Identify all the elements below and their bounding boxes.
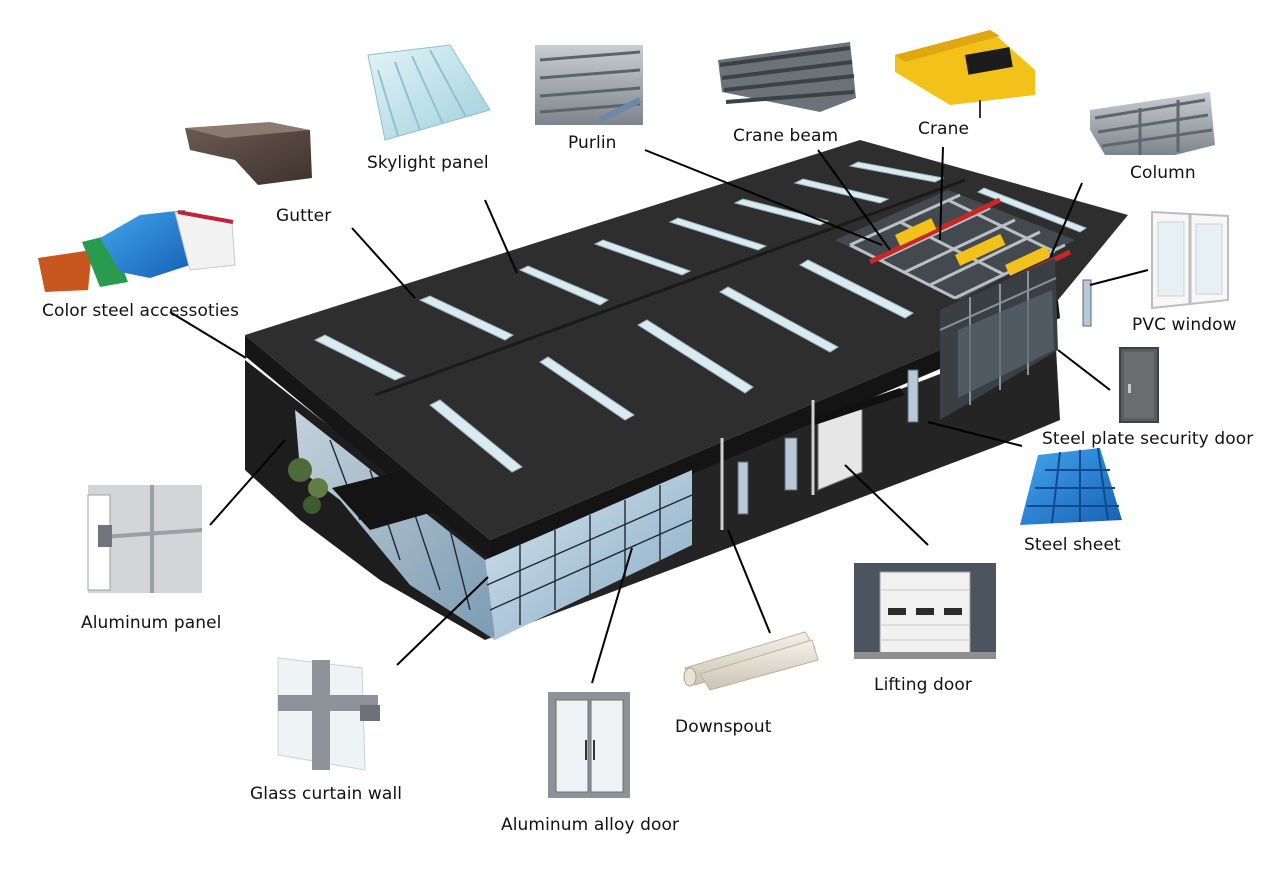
label-aluminum-panel: Aluminum panel xyxy=(81,613,222,633)
wall-windows xyxy=(737,279,1092,515)
pvc-window-image xyxy=(1151,210,1229,310)
label-aluminum-alloy-door: Aluminum alloy door xyxy=(501,815,680,835)
column-image xyxy=(1090,92,1215,155)
label-column: Column xyxy=(1130,163,1196,183)
label-glass-curtain-wall: Glass curtain wall xyxy=(250,784,403,804)
crane-beam-image xyxy=(718,42,856,112)
crane-bay-frame xyxy=(835,190,1075,420)
label-purlin: Purlin xyxy=(568,133,617,153)
label-downspout: Downspout xyxy=(675,717,772,737)
color-steel-accessories-image xyxy=(38,210,236,292)
steel-plate-security-door-image xyxy=(1119,347,1159,423)
aluminum-alloy-door-image xyxy=(548,692,630,798)
skylight-panel-image xyxy=(367,44,491,141)
curtain-wall-glass xyxy=(288,410,693,640)
roof-skylights xyxy=(313,161,1088,473)
roof-fascia xyxy=(490,300,1060,560)
leader-lines xyxy=(169,146,1149,684)
label-crane-beam: Crane beam xyxy=(733,126,839,146)
label-steel-sheet: Steel sheet xyxy=(1024,535,1121,555)
label-color-steel-accessories: Color steel accessoties xyxy=(42,301,240,321)
gutter-image xyxy=(185,122,312,185)
label-gutter: Gutter xyxy=(276,206,332,226)
label-pvc-window: PVC window xyxy=(1132,315,1237,335)
aluminum-panel-image xyxy=(87,485,203,593)
glass-curtain-wall-image xyxy=(277,657,380,771)
downspout-image xyxy=(683,631,819,691)
wall-downspouts xyxy=(720,400,815,530)
label-steel-plate-security-door: Steel plate security door xyxy=(1042,429,1254,449)
crane-image xyxy=(895,30,1035,118)
label-crane: Crane xyxy=(918,119,970,139)
steel-sheet-image xyxy=(1020,447,1122,525)
lifting-door-image xyxy=(854,563,996,659)
purlin-image xyxy=(535,45,643,125)
roof-ridge xyxy=(374,178,966,397)
label-skylight-panel: Skylight panel xyxy=(367,153,489,173)
label-lifting-door: Lifting door xyxy=(874,675,973,695)
steel-building xyxy=(245,140,1128,640)
